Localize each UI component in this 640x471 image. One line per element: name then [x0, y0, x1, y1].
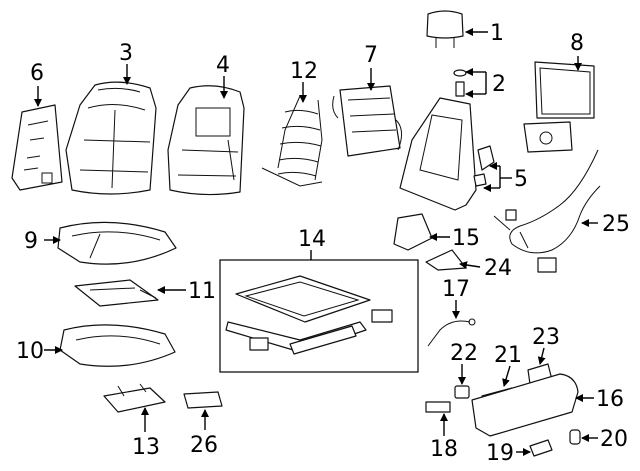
part-26-cover	[183, 391, 223, 409]
part-19-cap	[529, 439, 553, 457]
callout-7: 7	[364, 43, 378, 68]
callout-20: 20	[600, 427, 628, 452]
part-20-clip	[569, 429, 581, 445]
part-15-bracket	[393, 213, 433, 251]
part-6-back-panel	[11, 104, 63, 191]
callout-17: 17	[442, 277, 470, 302]
leader-lines	[34, 28, 598, 456]
callout-12: 12	[290, 59, 318, 84]
callout-2: 2	[492, 72, 506, 97]
callout-10: 10	[16, 339, 44, 364]
part-18-switch	[425, 401, 451, 413]
callout-15: 15	[452, 226, 480, 251]
callout-19: 19	[486, 441, 514, 466]
callout-labels: 1 2 3 4 5 6 7 8 9 10 11 12 13 14 15 16 1…	[16, 21, 630, 466]
callout-26: 26	[190, 433, 218, 458]
callout-5: 5	[514, 167, 528, 192]
part-24-bracket	[425, 249, 467, 271]
part-8-rear-panel	[523, 61, 595, 153]
callout-9: 9	[24, 229, 38, 254]
callout-4: 4	[216, 53, 230, 78]
callout-11: 11	[188, 279, 216, 304]
part-14-box	[219, 259, 419, 373]
part-14-seat-adjuster	[225, 275, 393, 355]
part-13-bracket	[103, 383, 166, 413]
part-3-back-cushion	[65, 81, 157, 195]
part-9-seat-cushion	[57, 221, 177, 265]
part-2-guides	[453, 69, 467, 97]
callout-13: 13	[132, 435, 160, 460]
part-4-back-trim	[167, 85, 245, 196]
part-back-frame	[399, 97, 477, 211]
part-25-harness	[493, 149, 601, 273]
callout-23: 23	[532, 325, 560, 350]
part-16-side-shield	[471, 373, 579, 437]
part-22-knob	[454, 385, 470, 399]
callout-24: 24	[484, 256, 512, 281]
part-1-headrest	[426, 10, 464, 48]
callout-22: 22	[450, 341, 478, 366]
part-17-cable	[427, 318, 476, 347]
callout-16: 16	[596, 387, 624, 412]
callout-1: 1	[490, 21, 504, 46]
part-7-lumbar	[332, 85, 402, 157]
callout-25: 25	[602, 212, 630, 237]
callout-8: 8	[570, 31, 584, 56]
callout-18: 18	[430, 437, 458, 462]
callout-14: 14	[298, 227, 326, 252]
callout-6: 6	[30, 61, 44, 86]
part-11-seat-panel	[74, 279, 159, 307]
callout-3: 3	[119, 41, 133, 66]
part-10-seat-pad	[59, 324, 176, 367]
part-12-spring-mat	[261, 95, 323, 187]
callout-21: 21	[494, 343, 522, 368]
